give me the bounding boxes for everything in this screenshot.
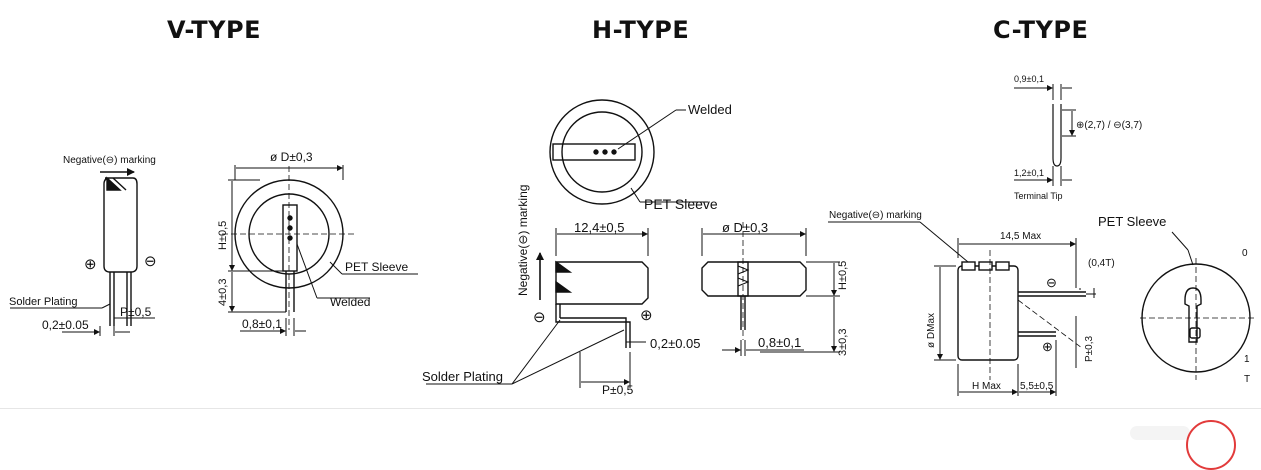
battery-terminal-diagram: V-TYPE H-TYPE C-TYPE <box>0 16 1261 470</box>
v-type-side-view <box>10 168 155 336</box>
v-plus-sign: ⊕ <box>84 256 97 273</box>
v-solder-plating: Solder Plating <box>9 296 78 308</box>
bottom-divider <box>0 408 1261 409</box>
h-negative-marking: Negative(⊖) marking <box>516 185 530 296</box>
v-welded: Welded <box>330 295 370 309</box>
floating-action-button[interactable] <box>1186 420 1236 470</box>
v-pitch: P±0,5 <box>120 305 152 319</box>
c-type-side-view <box>828 221 1096 396</box>
c-pitch: P±0,3 <box>1084 336 1095 362</box>
h-type-title: H-TYPE <box>592 16 690 44</box>
c-diameter: ø DMax <box>926 313 937 348</box>
c-type-title: C-TYPE <box>993 16 1089 44</box>
h-type-top-view <box>549 99 708 205</box>
h-width: 12,4±0,5 <box>574 220 625 235</box>
c-height: H Max <box>972 381 1001 392</box>
c-tip-thickness: 1,2±0,1 <box>1014 168 1044 178</box>
v-negative-marking: Negative(⊖) marking <box>63 155 156 166</box>
h-plus-sign: ⊕ <box>640 307 653 324</box>
h-welded: Welded <box>688 102 732 117</box>
c-edge-label-a: 0 <box>1242 248 1248 259</box>
floating-toolbar <box>1130 426 1190 440</box>
v-minus-sign: ⊖ <box>144 253 157 270</box>
c-edge-label-b: 1 <box>1244 354 1250 365</box>
h-solder-plating: Solder Plating <box>422 369 503 384</box>
c-edge-label-c: T <box>1244 374 1250 385</box>
c-tip-dims: ⊕(2,7) / ⊖(3,7) <box>1076 120 1142 131</box>
c-minus-sign: ⊖ <box>1046 275 1057 290</box>
v-type-title: V-TYPE <box>167 16 261 44</box>
v-diameter: ø D±0,3 <box>270 150 313 164</box>
h-type-front-view <box>701 222 840 356</box>
v-lead-thickness: 0,2±0.05 <box>42 318 89 332</box>
h-lead-thickness: 0,2±0.05 <box>650 336 701 351</box>
drawings-svg: Negative(⊖) marking ⊕ ⊖ Solder Plating 0… <box>9 74 1256 397</box>
h-height: H±0,5 <box>837 261 849 290</box>
h-minus-sign: ⊖ <box>533 309 546 326</box>
c-thickness: (0,4T) <box>1088 258 1115 269</box>
v-type-front-view <box>222 165 418 336</box>
v-lead-width: 0,8±0,1 <box>242 317 282 331</box>
c-lead-length: 5,5±0,5 <box>1020 381 1054 392</box>
c-tip-width: 0,9±0,1 <box>1014 74 1044 84</box>
v-lead-length: 4±0,3 <box>217 279 229 306</box>
c-terminal-tip-label: Terminal Tip <box>1014 191 1063 201</box>
h-diameter: ø D±0,3 <box>722 220 768 235</box>
h-lead-length: 3±0,3 <box>837 329 849 356</box>
v-height: H±0,5 <box>217 221 229 250</box>
h-pitch: P±0,5 <box>602 383 634 397</box>
c-pet-sleeve: PET Sleeve <box>1098 214 1166 229</box>
v-pet-sleeve: PET Sleeve <box>345 260 408 274</box>
c-type-terminal-tip <box>1014 84 1076 186</box>
c-type-front-view <box>1140 231 1256 380</box>
c-width: 14,5 Max <box>1000 231 1041 242</box>
h-lead-width: 0,8±0,1 <box>758 335 801 350</box>
c-plus-sign: ⊕ <box>1042 339 1053 354</box>
c-negative-marking: Negative(⊖) marking <box>829 210 922 221</box>
h-pet-sleeve: PET Sleeve <box>644 196 718 212</box>
h-type-side-view <box>426 228 649 388</box>
